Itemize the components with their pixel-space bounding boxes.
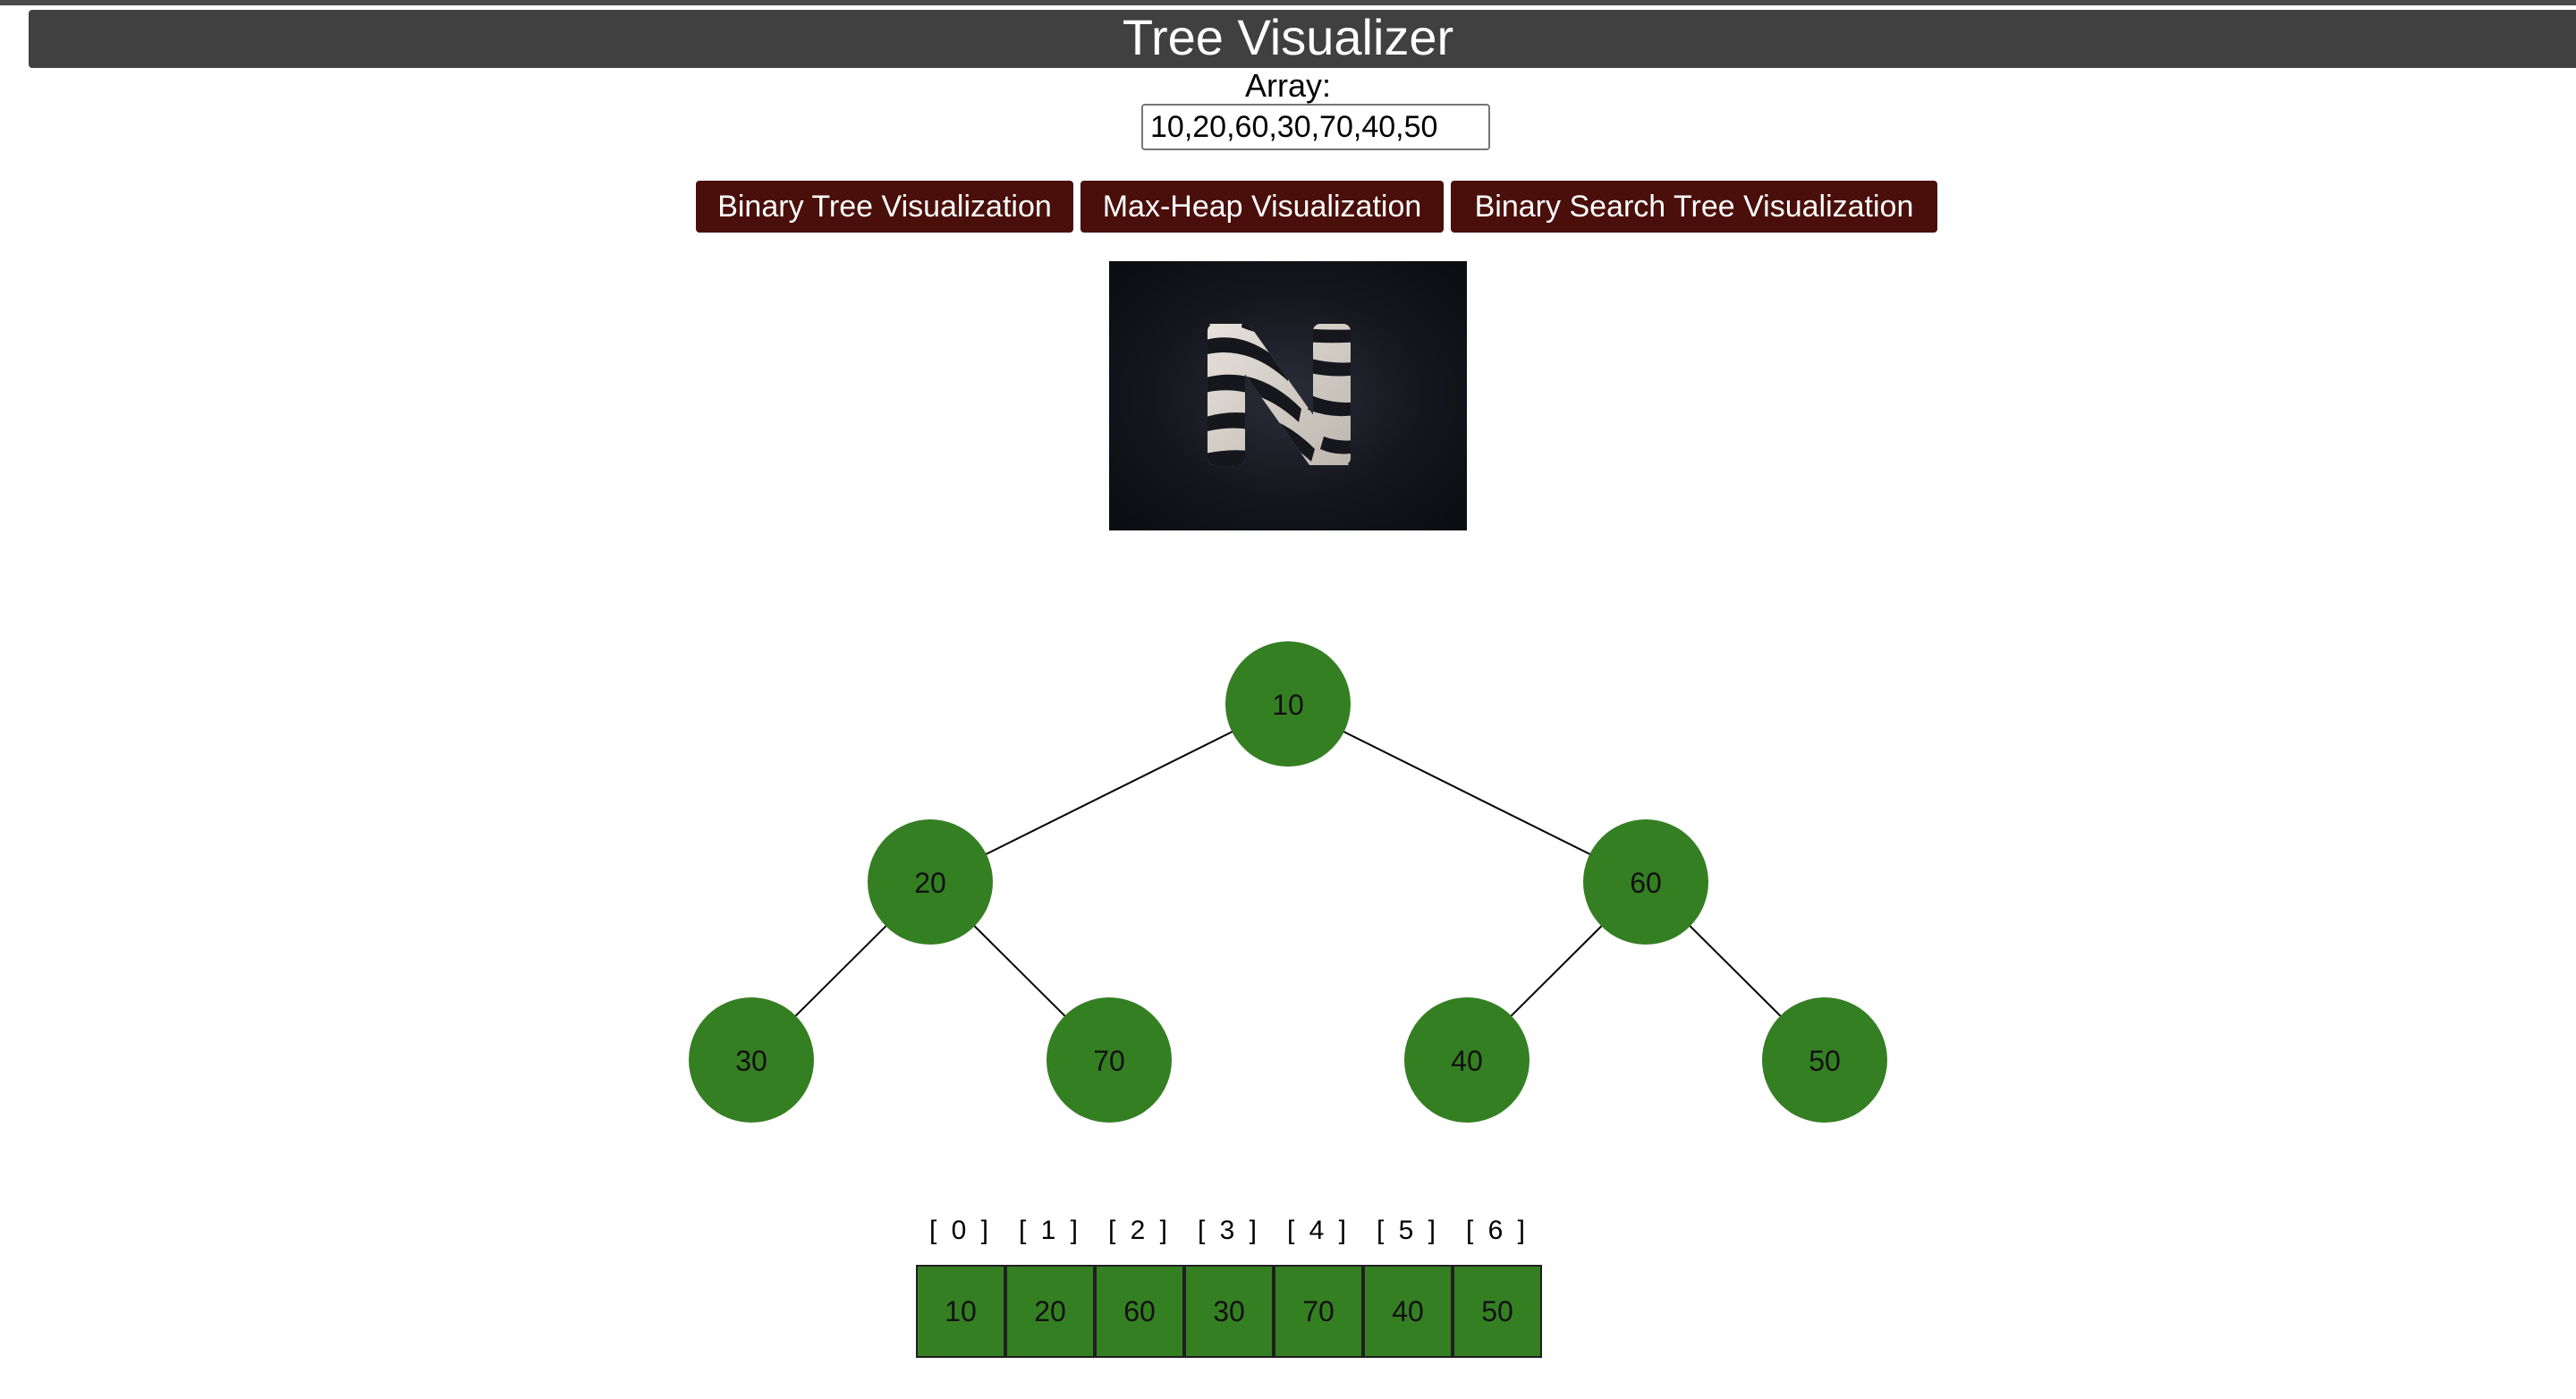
array-index-label: [ 4 ] bbox=[1286, 1216, 1351, 1245]
array-index-label: [ 5 ] bbox=[1376, 1216, 1440, 1245]
tree-node-label: 50 bbox=[1809, 1045, 1841, 1077]
array-cell: 20 bbox=[1005, 1265, 1095, 1358]
tree-node: 30 bbox=[689, 997, 814, 1123]
tree-node: 40 bbox=[1404, 997, 1530, 1123]
tree-edge bbox=[750, 881, 931, 1061]
tree-node: 20 bbox=[868, 819, 993, 945]
tree-node: 10 bbox=[1225, 641, 1351, 767]
tree-node-label: 60 bbox=[1630, 867, 1662, 899]
zebra-striped-n-logo-icon bbox=[1208, 324, 1351, 465]
array-label: Array: bbox=[1244, 67, 1331, 104]
array-index-label: [ 0 ] bbox=[928, 1216, 993, 1245]
header-bar bbox=[29, 10, 2576, 68]
tree-edge bbox=[1645, 881, 1826, 1061]
tree-node-label: 30 bbox=[735, 1045, 767, 1077]
tree-node-label: 70 bbox=[1093, 1045, 1125, 1077]
max-heap-visualization-button[interactable]: Max-Heap Visualization bbox=[1080, 181, 1444, 233]
array-index-label: [ 2 ] bbox=[1107, 1216, 1172, 1245]
array-index-label: [ 6 ] bbox=[1465, 1216, 1530, 1245]
array-cell: 50 bbox=[1453, 1265, 1542, 1358]
array-cell: 40 bbox=[1363, 1265, 1453, 1358]
tree-node-label: 40 bbox=[1451, 1045, 1483, 1077]
array-cell: 10 bbox=[916, 1265, 1005, 1358]
tree-edge bbox=[1466, 881, 1647, 1061]
tree-edge bbox=[929, 703, 1289, 883]
tree-edge bbox=[1287, 703, 1647, 883]
binary-search-tree-visualization-button[interactable]: Binary Search Tree Visualization bbox=[1451, 181, 1937, 233]
logo-image bbox=[1109, 261, 1467, 530]
array-input[interactable] bbox=[1141, 104, 1490, 150]
array-index-label: [ 3 ] bbox=[1197, 1216, 1261, 1245]
tree-node: 60 bbox=[1583, 819, 1708, 945]
array-cell: 70 bbox=[1274, 1265, 1363, 1358]
array-cell: 30 bbox=[1184, 1265, 1274, 1358]
array-index-label: [ 1 ] bbox=[1018, 1216, 1082, 1245]
array-cell: 60 bbox=[1095, 1265, 1184, 1358]
tree-node-label: 10 bbox=[1272, 689, 1304, 721]
tree-edge bbox=[929, 881, 1110, 1061]
tree-node: 50 bbox=[1762, 997, 1887, 1123]
top-divider bbox=[0, 0, 2576, 5]
tree-node: 70 bbox=[1046, 997, 1172, 1123]
page-title: Tree Visualizer bbox=[1122, 9, 1454, 65]
binary-tree-visualization-button[interactable]: Binary Tree Visualization bbox=[696, 181, 1073, 233]
tree-node-label: 20 bbox=[914, 867, 946, 899]
